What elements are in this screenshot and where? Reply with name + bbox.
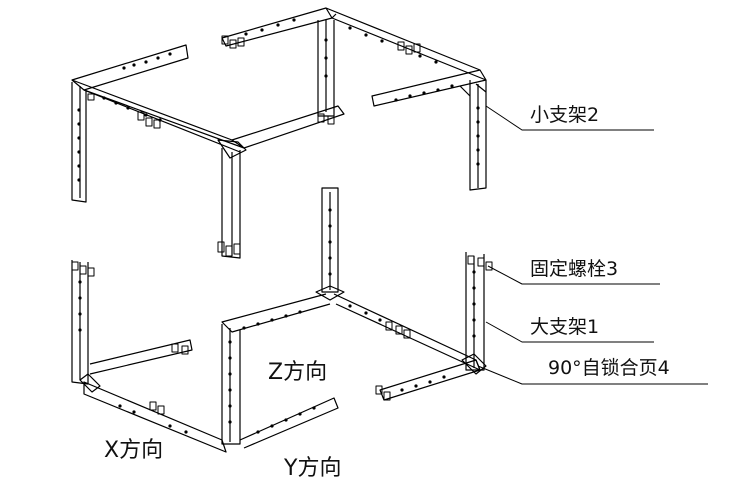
label-hinge: 90°自锁合页4 <box>548 357 670 379</box>
x-direction-label: X方向 <box>104 438 164 463</box>
label-small-bracket: 小支架2 <box>530 104 600 126</box>
leader-hinge <box>477 365 708 385</box>
label-large-bracket: 大支架1 <box>530 316 600 338</box>
y-direction-label: Y方向 <box>284 456 342 481</box>
label-fixing-bolt: 固定螺栓3 <box>530 258 619 280</box>
z-direction-label: Z方向 <box>268 360 328 385</box>
leader-lines <box>477 105 708 385</box>
small-bracket-frame <box>71 7 487 259</box>
leader-fixing-bolt <box>487 265 660 285</box>
large-bracket-frame <box>71 187 493 453</box>
leader-small-bracket <box>485 105 654 131</box>
leader-large-bracket <box>485 321 654 343</box>
